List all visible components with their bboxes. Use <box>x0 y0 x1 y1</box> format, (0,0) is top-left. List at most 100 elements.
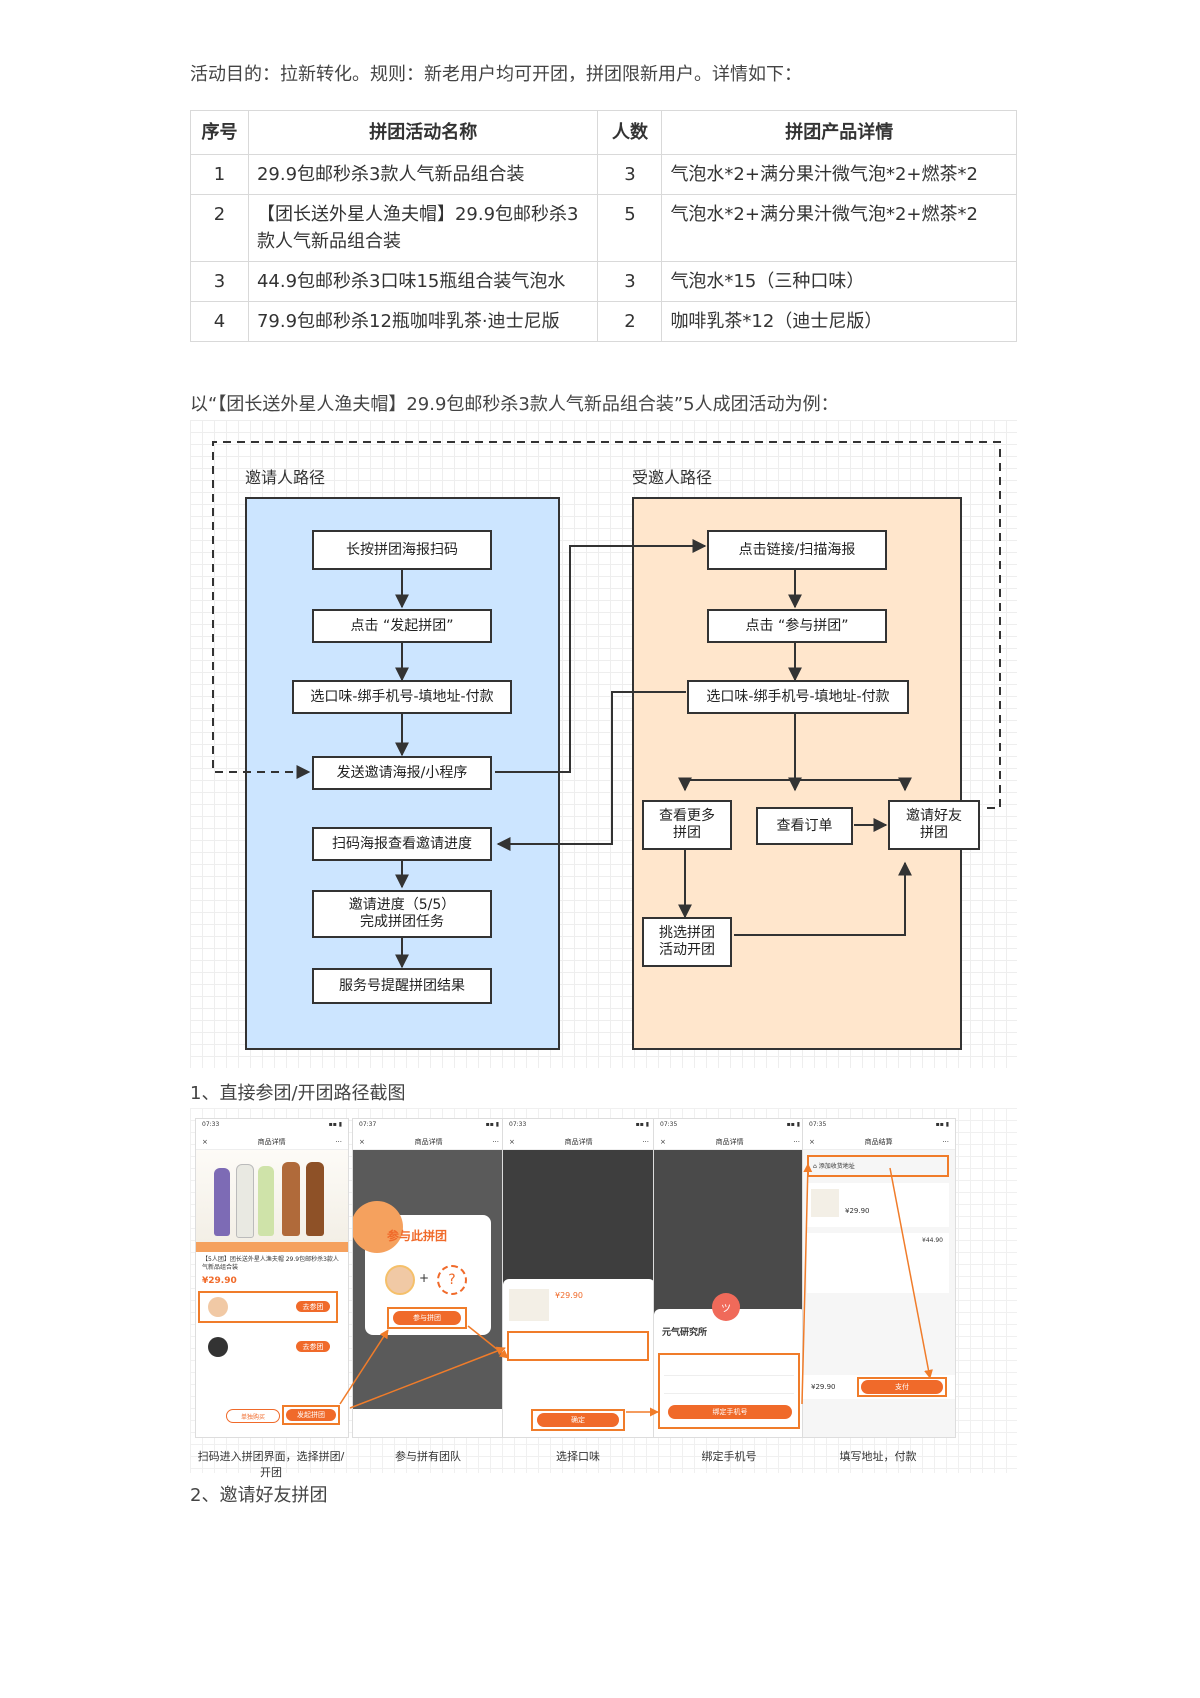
col-header-detail: 拼团产品详情 <box>661 110 1017 155</box>
cell-index: 1 <box>190 154 249 195</box>
sheet-price: ¥29.90 <box>555 1291 583 1300</box>
cell-name: 44.9包邮秒杀3口味15瓶组合装气泡水 <box>247 261 599 302</box>
nav-title: 商品详情 <box>257 1138 286 1146</box>
verify-code-field[interactable] <box>664 1381 794 1394</box>
screen-caption-5: 填写地址，付款 <box>839 1450 917 1463</box>
example-caption: 以“【团长送外星人渔夫帽】29.9包邮秒杀3款人气新品组合装”5人成团活动为例： <box>190 394 839 415</box>
table-row: 1 29.9包邮秒杀3款人气新品组合装 3 气泡水*2+满分果汁微气泡*2+燃茶… <box>190 154 1017 195</box>
intro-text: 活动目的：拉新转化。规则：新老用户均可开团，拼团限新用户。详情如下： <box>190 64 802 85</box>
join-group-button[interactable]: 参与拼团 <box>393 1311 461 1325</box>
close-icon[interactable]: × <box>202 1138 208 1146</box>
close-icon[interactable]: × <box>359 1138 365 1146</box>
step-arrows <box>339 1163 933 1417</box>
phone-screen-2: 07:37▪▪ ▮ ×商品详情··· 参与此拼团 + ? 参与拼团 <box>352 1118 506 1438</box>
cell-name: 【团长送外星人渔夫帽】29.9包邮秒杀3款人气新品组合装 <box>247 194 599 262</box>
col-header-index: 序号 <box>190 110 249 155</box>
section2-heading: 2、邀请好友拼团 <box>190 1485 328 1506</box>
phone-screen-4: 07:35▪▪ ▮ ×商品详情··· ツ 元气研究所 绑定手机号 <box>653 1118 807 1438</box>
cell-index: 2 <box>190 194 249 262</box>
nav-title: 商品详情 <box>564 1138 593 1146</box>
cell-name: 79.9包邮秒杀12瓶咖啡乳茶·迪士尼版 <box>247 301 599 342</box>
pay-button[interactable]: 支付 <box>861 1380 943 1394</box>
col-header-name: 拼团活动名称 <box>247 110 599 155</box>
flow-connectors <box>212 441 1001 969</box>
phone-screen-1: 07:33▪▪ ▮ ×商品详情··· 【5人团】团长送外星人渔夫帽 29.9包邮… <box>195 1118 349 1438</box>
invitee-step-view-order: 查看订单 <box>756 807 853 845</box>
group-row-highlight <box>198 1291 338 1323</box>
brand-name: 元气研究所 <box>662 1328 708 1338</box>
inviter-step-start-group: 点击 “发起拼团” <box>312 609 492 643</box>
inviter-step-notify-result: 服务号提醒拼团结果 <box>312 968 492 1004</box>
flavor-sheet: ¥29.90 确定 <box>503 1279 655 1437</box>
add-address-link[interactable]: ⌂ 添加收货地址 <box>813 1163 855 1170</box>
product-price: ¥29.90 <box>202 1276 237 1286</box>
screen-caption-1: 扫码进入拼团界面，选择拼团/开团 <box>197 1450 345 1479</box>
summary-amount: ¥44.90 <box>922 1237 943 1244</box>
inviter-step-checkout: 选口味-绑手机号-填地址-付款 <box>292 680 512 714</box>
product-image <box>196 1150 348 1242</box>
table-row: 2 【团长送外星人渔夫帽】29.9包邮秒杀3款人气新品组合装 5 气泡水*2+满… <box>190 194 1017 262</box>
open-group-highlight <box>282 1405 340 1425</box>
section1-heading: 1、直接参团/开团路径截图 <box>190 1083 406 1104</box>
phone-bind-sheet: ツ 元气研究所 绑定手机号 <box>654 1293 806 1437</box>
more-icon[interactable]: ··· <box>793 1138 800 1146</box>
table-row: 3 44.9包邮秒杀3口味15瓶组合装气泡水 3 气泡水*15（三种口味） <box>190 261 1017 302</box>
phone-screen-3: 07:33▪▪ ▮ ×商品详情··· ¥29.90 确定 <box>502 1118 656 1438</box>
table-row: 4 79.9包邮秒杀12瓶咖啡乳茶·迪士尼版 2 咖啡乳茶*12（迪士尼版） <box>190 301 1017 342</box>
phone-screen-5: 07:35▪▪ ▮ ×商品结算··· ⌂ 添加收货地址 ¥29.90 ¥44.9… <box>802 1118 956 1438</box>
join-popup-title: 参与此拼团 <box>387 1229 448 1243</box>
empty-slot-icon: ? <box>437 1265 467 1295</box>
item-price: ¥29.90 <box>845 1207 870 1215</box>
nav-title: 商品详情 <box>715 1138 744 1146</box>
col-header-count: 人数 <box>597 110 663 155</box>
join-group-button[interactable]: 去参团 <box>296 1301 330 1312</box>
screen-caption-4: 绑定手机号 <box>701 1450 757 1463</box>
avatar <box>385 1265 415 1295</box>
confirm-flavor-button[interactable]: 确定 <box>537 1413 619 1427</box>
inviter-step-scan-poster: 长按拼团海报扫码 <box>312 530 492 570</box>
invitee-step-join-group: 点击 “参与拼团” <box>707 609 887 643</box>
cell-detail: 咖啡乳茶*12（迪士尼版） <box>661 301 1017 342</box>
cell-detail: 气泡水*2+满分果汁微气泡*2+燃茶*2 <box>661 154 1017 195</box>
close-icon[interactable]: × <box>809 1138 815 1146</box>
close-icon[interactable]: × <box>660 1138 666 1146</box>
more-icon[interactable]: ··· <box>942 1138 949 1146</box>
open-group-button[interactable]: 发起拼团 <box>286 1409 336 1421</box>
close-icon[interactable]: × <box>509 1138 515 1146</box>
invitee-step-pick-group: 挑选拼团 活动开团 <box>642 917 732 967</box>
group-buy-table: 序号 拼团活动名称 人数 拼团产品详情 1 29.9包邮秒杀3款人气新品组合装 … <box>190 110 1017 342</box>
more-icon[interactable]: ··· <box>335 1138 342 1146</box>
cell-detail: 气泡水*2+满分果汁微气泡*2+燃茶*2 <box>661 194 1017 262</box>
cell-index: 3 <box>190 261 249 302</box>
order-item: ¥29.90 <box>807 1183 949 1227</box>
phone-field[interactable] <box>664 1363 794 1376</box>
invitee-lane-title: 受邀人路径 <box>632 468 713 487</box>
cell-count: 3 <box>597 154 663 195</box>
inviter-lane-title: 邀请人路径 <box>245 468 326 487</box>
nav-title: 商品结算 <box>864 1138 893 1146</box>
cell-count: 2 <box>597 301 663 342</box>
phone-form-highlight <box>658 1353 800 1429</box>
join-group-button[interactable]: 去参团 <box>296 1341 330 1352</box>
screen-caption-3: 选择口味 <box>556 1450 600 1463</box>
inviter-step-complete: 邀请进度（5/5） 完成拼团任务 <box>312 890 492 938</box>
brand-logo: ツ <box>712 1293 740 1321</box>
flowchart: 邀请人路径 受邀人路径 <box>190 420 1017 1068</box>
cell-detail: 气泡水*15（三种口味） <box>661 261 1017 302</box>
nav-title: 商品详情 <box>414 1138 443 1146</box>
avatar <box>208 1337 228 1357</box>
total-price: ¥29.90 <box>811 1383 836 1391</box>
cell-count: 3 <box>597 261 663 302</box>
screen-caption-2: 参与拼有团队 <box>395 1450 461 1463</box>
product-thumb <box>509 1289 549 1321</box>
bind-phone-button[interactable]: 绑定手机号 <box>668 1405 792 1419</box>
cell-count: 5 <box>597 194 663 262</box>
invitee-step-open-link: 点击链接/扫描海报 <box>707 530 887 570</box>
cell-name: 29.9包邮秒杀3款人气新品组合装 <box>247 154 599 195</box>
more-icon[interactable]: ··· <box>492 1138 499 1146</box>
screenshot-strip: 07:33▪▪ ▮ ×商品详情··· 【5人团】团长送外星人渔夫帽 29.9包邮… <box>190 1108 1017 1479</box>
join-popup: 参与此拼团 + ? 参与拼团 <box>353 1201 491 1335</box>
more-icon[interactable]: ··· <box>642 1138 649 1146</box>
invitee-step-invite-friends: 邀请好友 拼团 <box>888 800 980 850</box>
single-buy-button[interactable]: 单独购买 <box>226 1409 280 1423</box>
